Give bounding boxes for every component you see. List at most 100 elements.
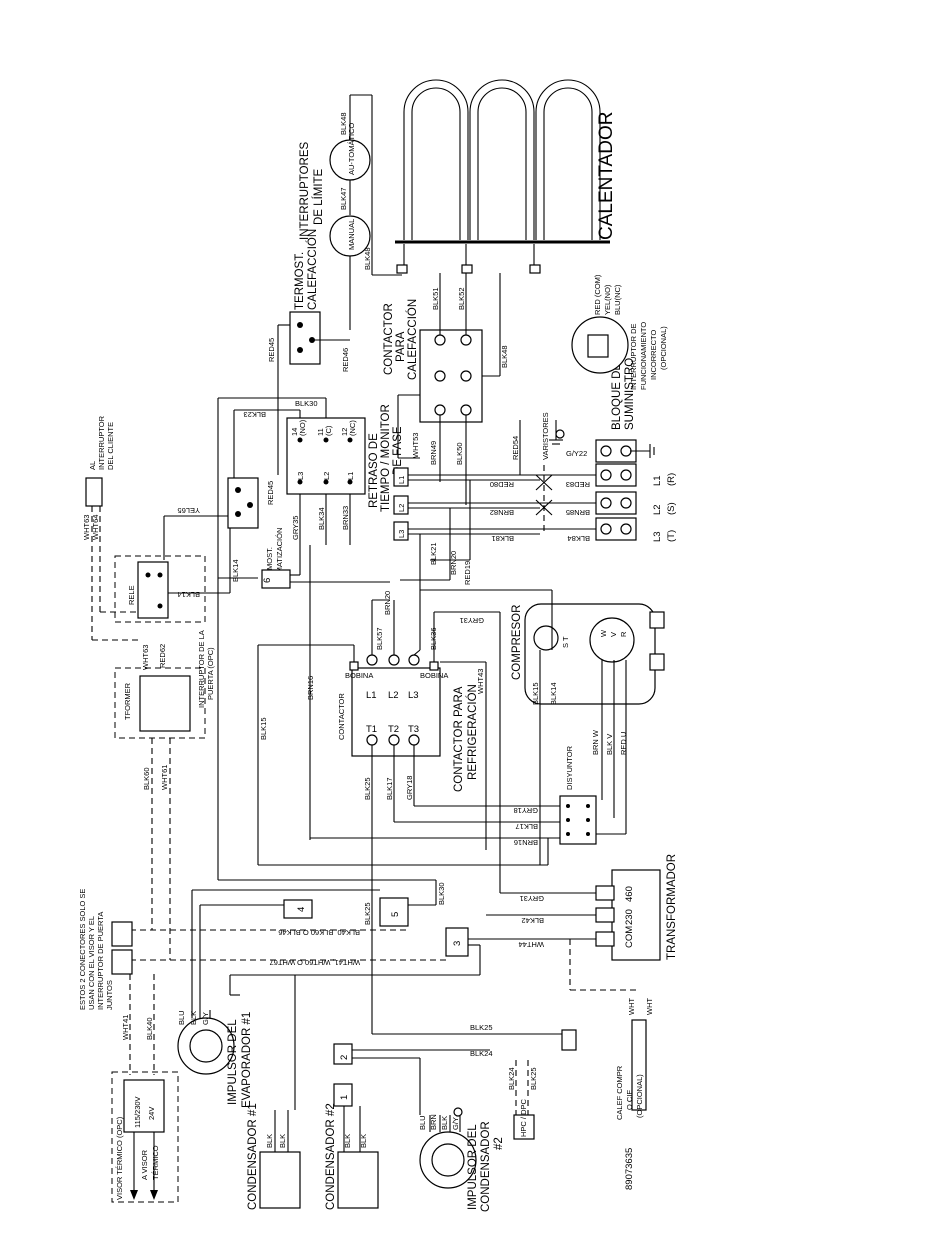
wire-blk15b: BLK15 <box>531 682 540 705</box>
wire-brn82: BRN82 <box>490 508 514 517</box>
evap-blk: BLK <box>189 1011 198 1025</box>
visor-frame <box>111 1071 179 1203</box>
wire-gry18: GRY18 <box>405 776 414 800</box>
heat-contactor-title-1: CONTACTOR <box>383 303 395 375</box>
cc-title-1: CONTACTOR PARA <box>453 686 465 792</box>
auto-label: AU-TOMÁTICO <box>347 122 356 175</box>
cb-brn: BRN <box>429 1114 438 1130</box>
supply-s: (S) <box>666 502 677 515</box>
wire-blk50: BLK50 <box>455 442 464 465</box>
wire-blk17b: BLK17 <box>515 822 538 831</box>
wire-blk24: BLK24 <box>470 1049 493 1058</box>
wire-wht53: WHT53 <box>411 433 420 458</box>
wire-blk25b: BLK25 <box>363 902 372 925</box>
connector-5 <box>379 897 409 927</box>
wire-wht63b: WHT63 <box>141 645 150 670</box>
door-title-2: PUERTA (OPC) <box>206 647 215 700</box>
wr-yel: YEL(NO) <box>603 284 612 315</box>
wire-blk48a: BLK48 <box>339 112 348 135</box>
cb-title-2: CONDENSADOR <box>480 1121 492 1212</box>
supply-title-1: BLOQUE DE <box>611 363 623 430</box>
wire-wht41b: WHT41 <box>121 1015 130 1040</box>
connector-note-a <box>111 921 133 947</box>
evap-title-2: EVAPORADOR #1 <box>241 1012 253 1108</box>
wire-gry18b: GRY18 <box>514 806 538 815</box>
limit-switches <box>329 94 402 330</box>
wire-blk34: BLK34 <box>317 507 326 530</box>
supply-r: (R) <box>666 473 677 486</box>
wire-blk14b: BLK14 <box>177 590 200 599</box>
bobina-left: BOBINA <box>345 671 373 680</box>
client-title-3: DEL CLIENTE <box>106 422 115 470</box>
visor <box>123 1079 165 1133</box>
heat-thermostat <box>289 311 321 365</box>
cch-title-1: CALEF COMPR <box>615 1065 624 1120</box>
heat-thermostat-title-1: TERMOST. <box>294 252 306 310</box>
relay <box>137 561 169 619</box>
wire-blk47: BLK47 <box>339 187 348 210</box>
wire-wht43: WHT43 <box>476 669 485 694</box>
wire-blk21: BLK21 <box>429 542 438 565</box>
wire-brn20b: BRN20 <box>383 591 392 615</box>
disconnect-title: DISYUNTOR <box>565 745 574 790</box>
client-switch-connector <box>85 477 103 507</box>
cb-blu: BLU <box>418 1115 427 1130</box>
wire-blk48b: BLK48 <box>363 247 372 270</box>
wire-blk14: BLK14 <box>231 559 240 582</box>
client-title-1: AL <box>88 461 97 470</box>
l2-terminal-label: L2 <box>397 504 406 512</box>
supply-l1: L1 <box>652 475 663 486</box>
cb-title-1: IMPULSOR DEL <box>467 1124 479 1210</box>
wire-brn33: BRN33 <box>341 506 350 530</box>
connector-6-label: 6 <box>262 578 273 583</box>
cond2-blk2: BLK <box>359 1134 368 1148</box>
wire-redu: RED U <box>619 732 628 755</box>
cc-l1: L1 <box>366 690 377 701</box>
wire-wht64: WHT64 <box>91 515 100 540</box>
hpc-title: HPC / DPC <box>519 1098 528 1137</box>
cc-l3: L3 <box>408 690 419 701</box>
wire-blk25c: BLK25 <box>470 1023 493 1032</box>
client-title-2: INTERRUPTOR <box>97 415 106 470</box>
supply-l2: L2 <box>652 504 663 515</box>
visor-v2: 24V <box>147 1107 156 1120</box>
heater-title: CALENTADOR <box>596 112 617 240</box>
wire-gry31b: GRY31 <box>520 894 544 903</box>
cch-title-2: O CIE <box>625 1090 634 1110</box>
l3-terminal-label: L3 <box>397 530 406 538</box>
wire-red45b: RED45 <box>266 481 275 505</box>
wire-blk30: BLK30 <box>295 399 318 408</box>
wire-blk30b: BLK30 <box>437 882 446 905</box>
wr-blu: BLU(NC) <box>613 284 622 315</box>
wire-red46: RED46 <box>341 348 350 372</box>
disconnect <box>559 795 597 845</box>
wire-blk36: BLK36 <box>429 627 438 650</box>
wire-gry31: GRY31 <box>460 616 484 625</box>
connector-5-label: 5 <box>390 912 401 917</box>
pm-l3: L3 <box>296 472 305 480</box>
pm-12: 12 <box>340 428 349 436</box>
xf-title: TRANSFORMADOR <box>666 854 678 960</box>
limit-title-1: INTERRUPTORES <box>299 141 311 240</box>
cb-gy: G/Y <box>451 1117 460 1130</box>
condenser-2-title: CONDENSADOR #2 <box>325 1103 337 1210</box>
wire-brn20: BRN20 <box>449 551 458 575</box>
wr-title-4: (OPCIONAL) <box>659 326 668 370</box>
condenser-1-title: CONDENSADOR #1 <box>247 1103 259 1210</box>
wire-gy22: G/Y22 <box>566 449 587 458</box>
relay-title: RELE <box>127 585 136 605</box>
phase-monitor-terminals <box>297 437 353 485</box>
supply-block[interactable] <box>595 439 637 541</box>
note-line-1: ESTOS 2 CONECTORES SOLO SE <box>78 889 87 1010</box>
pm-l1: L1 <box>346 472 355 480</box>
l1-terminal <box>393 467 409 487</box>
pm-nc: (NC) <box>348 420 357 436</box>
pm-title-3: DE FASE <box>392 426 404 475</box>
cond1-blk2: BLK <box>278 1134 287 1148</box>
cch-wht2: WHT <box>645 998 654 1015</box>
wire-blk25d: BLK25 <box>529 1067 538 1090</box>
wire-red45: RED45 <box>267 338 276 362</box>
wire-blk51: BLK51 <box>431 287 440 310</box>
relay-frame <box>114 555 206 623</box>
condenser-1 <box>259 1151 301 1209</box>
